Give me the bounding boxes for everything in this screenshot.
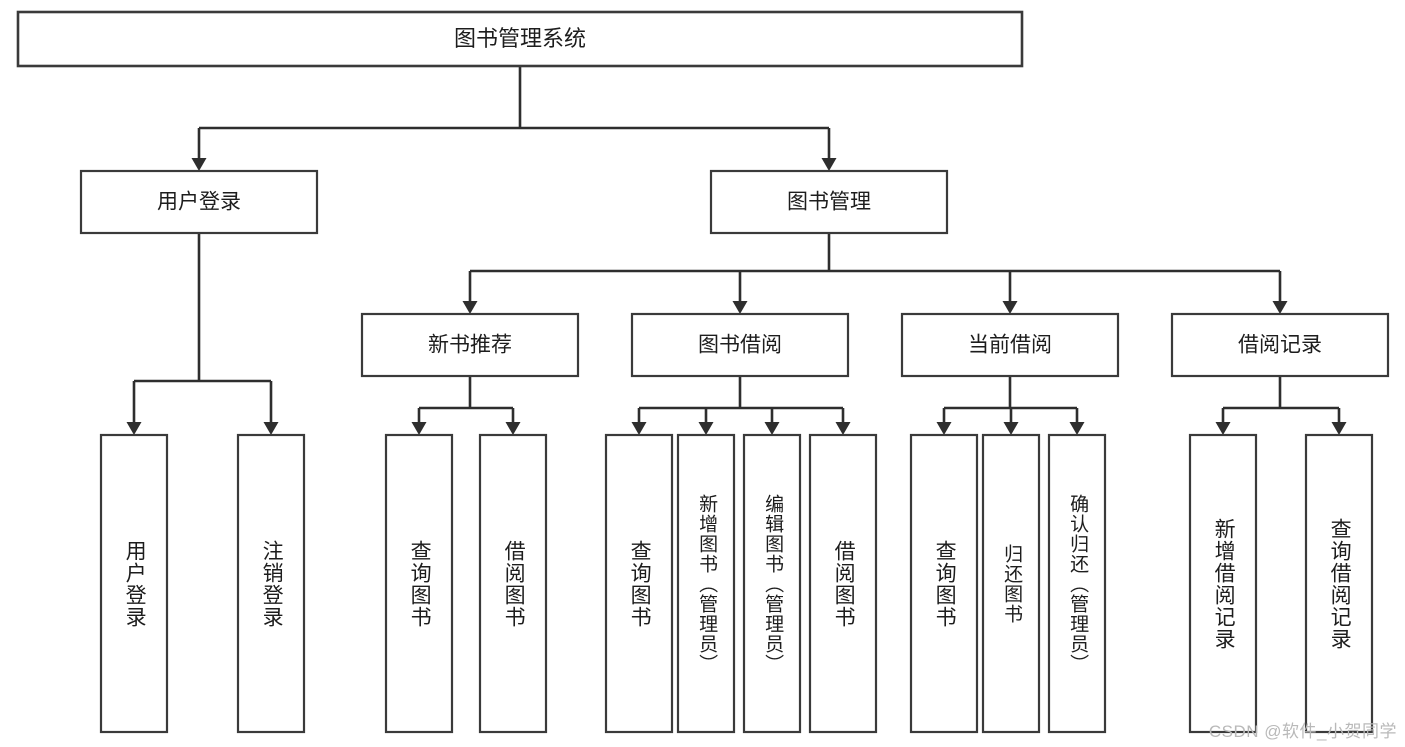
level3-1-to-leaves-arrowhead-1: [698, 422, 714, 435]
bookmgmt-to-level3-arrowhead-3: [1272, 301, 1288, 314]
level3-2-to-leaves-arrowhead-2: [1069, 422, 1085, 435]
node-level3-1[interactable]: 图书借阅: [630, 312, 850, 378]
node-leaf-5-box[interactable]: [676, 433, 736, 734]
node-leaf-8-box[interactable]: [909, 433, 979, 734]
node-level3-2-box[interactable]: [900, 312, 1120, 378]
node-level3-0-box[interactable]: [360, 312, 580, 378]
node-leaf-3-box[interactable]: [478, 433, 548, 734]
root-to-level2-arrowhead-0: [191, 158, 207, 171]
node-leaf-5[interactable]: [676, 433, 736, 734]
node-leaf-7-box[interactable]: [808, 433, 878, 734]
node-leaf-6[interactable]: [742, 433, 802, 734]
level3-1-to-leaves-arrowhead-0: [631, 422, 647, 435]
node-level3-1-box[interactable]: [630, 312, 850, 378]
node-level3-1-label: 图书借阅: [698, 334, 782, 357]
node-leaf-9[interactable]: [981, 433, 1041, 734]
node-level3-2-label: 当前借阅: [968, 334, 1052, 357]
level3-1-to-leaves-arrowhead-2: [764, 422, 780, 435]
node-level3-0-label: 新书推荐: [428, 334, 512, 357]
connector-layer: [126, 66, 1347, 435]
level3-2-to-leaves-arrowhead-0: [936, 422, 952, 435]
node-level2-1[interactable]: 图书管理: [709, 169, 949, 235]
bookmgmt-to-level3-arrowhead-1: [732, 301, 748, 314]
level3-3-to-leaves-arrowhead-0: [1215, 422, 1231, 435]
node-level3-0[interactable]: 新书推荐: [360, 312, 580, 378]
node-level3-3-label: 借阅记录: [1238, 334, 1322, 357]
level3-0-to-leaves-arrowhead-0: [411, 422, 427, 435]
node-leaf-3[interactable]: [478, 433, 548, 734]
level3-3-to-leaves-arrowhead-1: [1331, 422, 1347, 435]
level3-2-to-leaves-arrowhead-1: [1003, 422, 1019, 435]
node-leaf-11[interactable]: [1188, 433, 1258, 734]
userlogin-to-leaves-arrowhead-0: [126, 422, 142, 435]
node-leaf-1[interactable]: [236, 433, 306, 734]
node-level2-0[interactable]: 用户登录: [79, 169, 319, 235]
node-level2-0-label: 用户登录: [157, 191, 241, 214]
node-leaf-11-box[interactable]: [1188, 433, 1258, 734]
node-level2-0-box[interactable]: [79, 169, 319, 235]
node-leaf-4[interactable]: [604, 433, 674, 734]
node-leaf-2-box[interactable]: [384, 433, 454, 734]
node-level2-1-box[interactable]: [709, 169, 949, 235]
userlogin-to-leaves-arrowhead-1: [263, 422, 279, 435]
bookmgmt-to-level3-arrowhead-0: [462, 301, 478, 314]
node-leaf-10-box[interactable]: [1047, 433, 1107, 734]
node-root-box[interactable]: [16, 10, 1024, 68]
node-leaf-0[interactable]: [99, 433, 169, 734]
node-leaf-12-box[interactable]: [1304, 433, 1374, 734]
node-leaf-6-box[interactable]: [742, 433, 802, 734]
node-leaf-8[interactable]: [909, 433, 979, 734]
node-leaf-10[interactable]: [1047, 433, 1107, 734]
watermark-text: CSDN @软件_小贺同学: [1208, 722, 1397, 741]
node-leaf-2[interactable]: [384, 433, 454, 734]
node-level2-1-label: 图书管理: [787, 191, 871, 214]
node-leaf-4-box[interactable]: [604, 433, 674, 734]
level3-1-to-leaves-arrowhead-3: [835, 422, 851, 435]
node-leaf-0-box[interactable]: [99, 433, 169, 734]
node-root-label: 图书管理系统: [454, 26, 586, 51]
node-level3-2[interactable]: 当前借阅: [900, 312, 1120, 378]
node-root[interactable]: 图书管理系统: [16, 10, 1024, 68]
root-to-level2-arrowhead-1: [821, 158, 837, 171]
node-level3-3[interactable]: 借阅记录: [1170, 312, 1390, 378]
node-level3-3-box[interactable]: [1170, 312, 1390, 378]
node-leaf-9-box[interactable]: [981, 433, 1041, 734]
level3-0-to-leaves-arrowhead-1: [505, 422, 521, 435]
node-leaf-12[interactable]: [1304, 433, 1374, 734]
bookmgmt-to-level3-arrowhead-2: [1002, 301, 1018, 314]
node-leaf-1-box[interactable]: [236, 433, 306, 734]
node-leaf-7[interactable]: [808, 433, 878, 734]
